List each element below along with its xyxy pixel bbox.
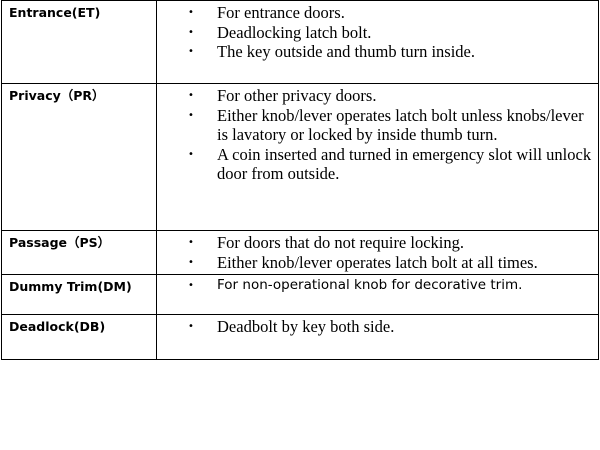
function-type-label: Passage（PS） — [9, 235, 111, 250]
bullet-icon: • — [188, 256, 194, 268]
list-item: •Either knob/lever operates latch bolt a… — [188, 252, 538, 272]
list-item: •For other privacy doors. — [188, 86, 377, 105]
function-type-label: Entrance(ET) — [9, 5, 101, 20]
description-list: •For non-operational knob for decorative… — [157, 277, 592, 294]
list-item: •For entrance doors. — [188, 3, 345, 22]
description-list: •Deadbolt by key both side. — [157, 317, 592, 337]
bullet-icon: • — [188, 7, 194, 18]
list-item: •For doors that do not require locking. — [188, 233, 465, 252]
function-type-label: Dummy Trim(DM) — [9, 279, 132, 294]
description-list: •For other privacy doors. •Either knob/l… — [157, 86, 592, 184]
function-type-cell: Entrance(ET) — [1, 0, 157, 84]
bullet-icon: • — [188, 148, 194, 160]
description-list: •For entrance doors. •Deadlocking latch … — [157, 3, 592, 62]
bullet-icon: • — [188, 46, 194, 57]
list-item: •Either knob/lever operates latch bolt u… — [188, 105, 584, 145]
bullet-icon: • — [188, 237, 194, 248]
bullet-icon: • — [188, 109, 194, 121]
description-cell: •Deadbolt by key both side. — [156, 314, 599, 360]
list-item: •For non-operational knob for decorative… — [188, 277, 523, 293]
lock-function-table: Entrance(ET) •For entrance doors. •Deadl… — [1, 0, 599, 360]
list-item: •A coin inserted and turned in emergency… — [188, 144, 592, 184]
table-row-deadlock: Deadlock(DB) •Deadbolt by key both side. — [1, 314, 599, 360]
description-cell: •For entrance doors. •Deadlocking latch … — [156, 0, 599, 84]
function-type-cell: Passage（PS） — [1, 230, 157, 275]
table-row-dummy-trim: Dummy Trim(DM) •For non-operational knob… — [1, 274, 599, 315]
list-item: •The key outside and thumb turn inside. — [188, 42, 475, 61]
function-type-label: Deadlock(DB) — [9, 319, 106, 334]
list-item: •Deadbolt by key both side. — [188, 317, 395, 336]
table-row-privacy: Privacy（PR） •For other privacy doors. •E… — [1, 83, 599, 231]
bullet-icon: • — [188, 26, 194, 38]
bullet-icon: • — [188, 280, 194, 291]
function-type-cell: Privacy（PR） — [1, 83, 157, 231]
function-type-label: Privacy（PR） — [9, 88, 105, 103]
description-cell: •For doors that do not require locking. … — [156, 230, 599, 275]
bullet-icon: • — [188, 90, 194, 101]
description-cell: •For non-operational knob for decorative… — [156, 274, 599, 315]
list-item: •Deadlocking latch bolt. — [188, 22, 372, 42]
table-row-entrance: Entrance(ET) •For entrance doors. •Deadl… — [1, 0, 599, 84]
function-type-cell: Dummy Trim(DM) — [1, 274, 157, 315]
bullet-icon: • — [188, 321, 194, 332]
table-row-passage: Passage（PS） •For doors that do not requi… — [1, 230, 599, 275]
description-list: •For doors that do not require locking. … — [157, 233, 592, 272]
description-cell: •For other privacy doors. •Either knob/l… — [156, 83, 599, 231]
function-type-cell: Deadlock(DB) — [1, 314, 157, 360]
